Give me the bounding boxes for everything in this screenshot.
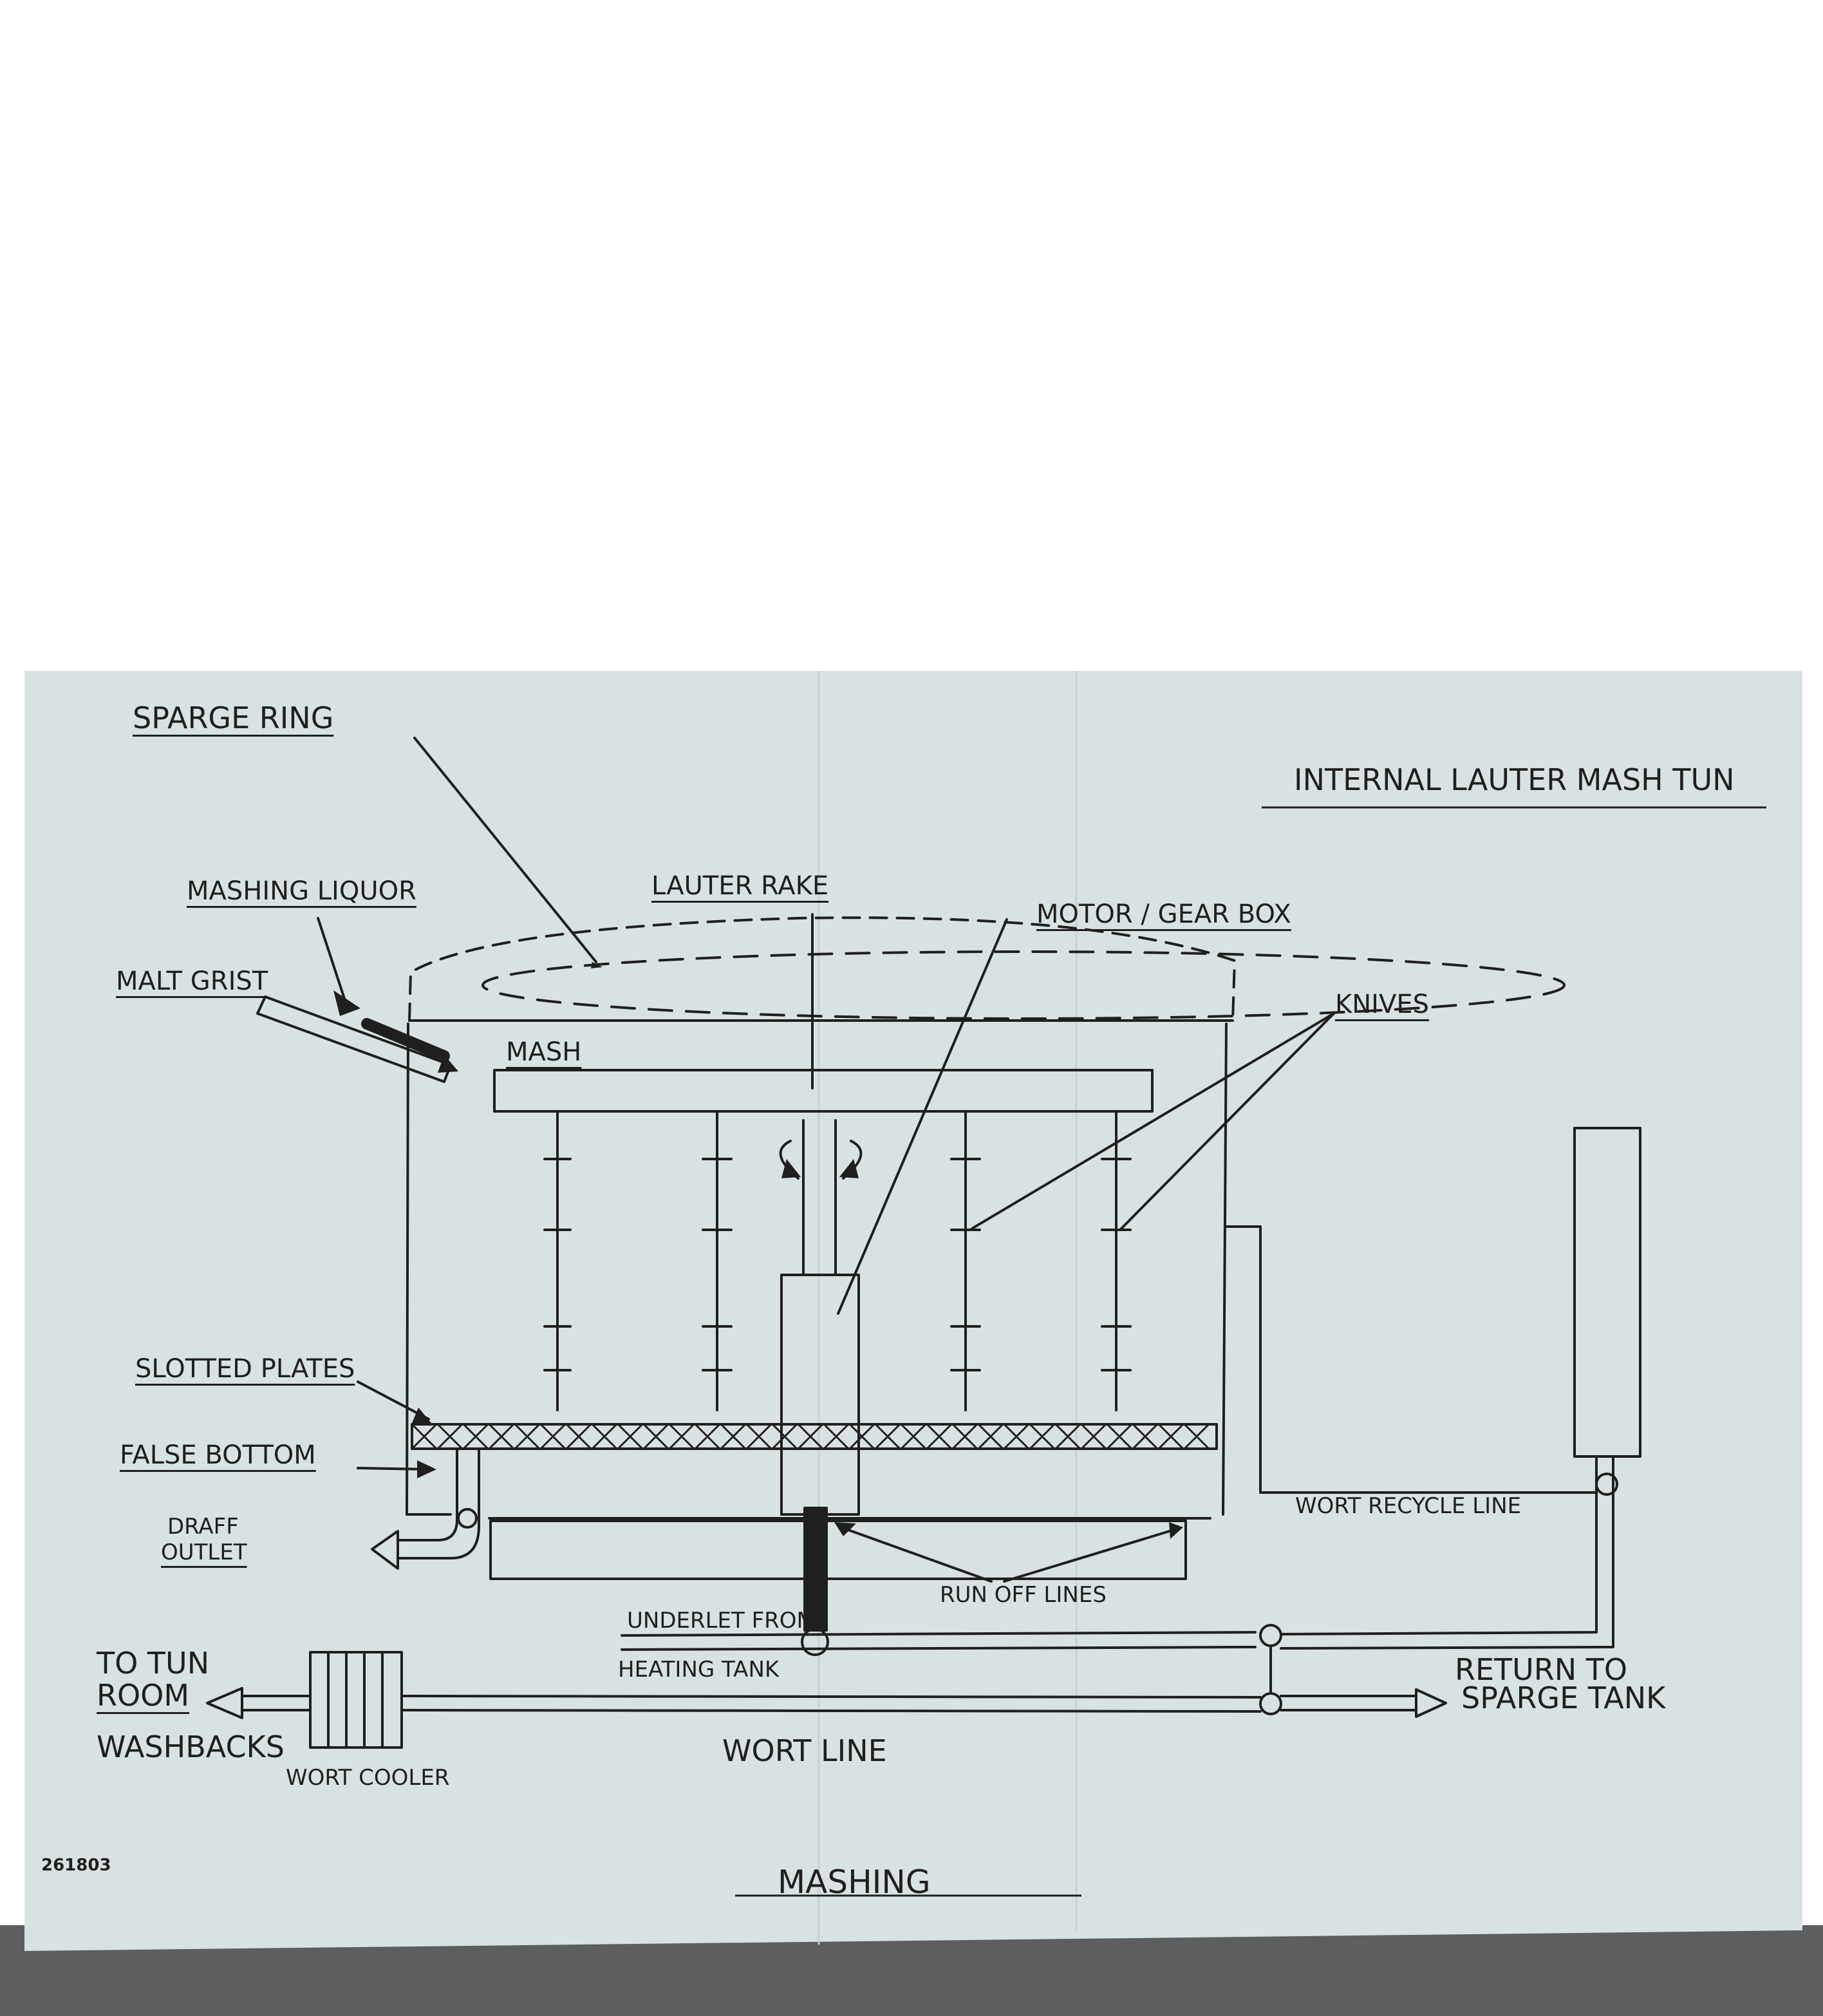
diagram-caption: MASHING — [778, 1863, 931, 1901]
malt-grist-flow — [361, 1018, 450, 1062]
arrowhead — [1169, 1522, 1183, 1539]
label-wort-line: WORT LINE — [722, 1733, 887, 1768]
leader-motor — [837, 918, 1008, 1315]
wort-cooler-plates — [327, 1651, 384, 1749]
label-knives: KNIVES — [1335, 990, 1429, 1019]
label-wort-recycle-line: WORT RECYCLE LINE — [1295, 1493, 1522, 1519]
label-draff-outlet: OUTLET — [161, 1540, 247, 1565]
return-arrow — [1415, 1688, 1447, 1718]
arrowhead — [412, 1408, 431, 1423]
label-motor-gear-box: MOTOR / GEAR BOX — [1036, 900, 1291, 929]
label-return-to-sparge-tank: RETURN TO — [1455, 1652, 1628, 1687]
washbacks-arrow — [206, 1687, 243, 1719]
doc-number: 261803 — [41, 1856, 111, 1875]
run-off-manifold — [489, 1520, 1187, 1580]
arrowhead — [333, 990, 360, 1016]
malt-grist-chute — [256, 995, 452, 1083]
label-washbacks: WASHBACKS — [97, 1729, 285, 1764]
recycle-riser — [1280, 1455, 1598, 1635]
leader-knives — [971, 1012, 1335, 1230]
label-wort-cooler: WORT COOLER — [286, 1765, 450, 1791]
recycle-riser — [1280, 1455, 1614, 1650]
arrowhead — [839, 1159, 859, 1178]
wort-cooler — [309, 1651, 403, 1749]
arrowhead — [417, 1460, 436, 1478]
draff-valve — [457, 1508, 478, 1529]
label-malt-grist: MALT GRIST — [116, 966, 268, 996]
leader-knives — [1120, 1012, 1335, 1230]
tun-dome — [408, 916, 1236, 1022]
label-mashing-liquor: MASHING LIQUOR — [187, 876, 416, 906]
label-run-off-lines: RUN OFF LINES — [940, 1582, 1107, 1608]
slotted-plates — [411, 1423, 1218, 1450]
wort-line — [400, 1695, 1262, 1699]
label-slotted-plates: SLOTTED PLATES — [135, 1354, 355, 1384]
rake-bar — [493, 1069, 1154, 1113]
tun-wall-left — [406, 1022, 409, 1516]
draff-outlet-pipe — [397, 1449, 458, 1541]
label-underlet: HEATING TANK — [618, 1657, 780, 1682]
label-to-tun-room: TO TUN — [97, 1646, 210, 1681]
knives — [543, 1158, 1132, 1371]
draff-outlet-arrow — [371, 1530, 399, 1570]
arrowhead — [781, 1159, 801, 1178]
label-to-tun-room: ROOM — [97, 1678, 190, 1713]
underlet-line — [621, 1646, 1257, 1651]
slotted-plates-hatch — [411, 1423, 1210, 1450]
draff-outlet-pipe — [397, 1449, 480, 1559]
wort-valve — [1259, 1692, 1282, 1715]
underlet-line — [621, 1631, 1257, 1637]
label-underlet: UNDERLET FROM — [627, 1608, 816, 1634]
paper-sheet — [24, 671, 1802, 1951]
label-false-bottom: FALSE BOTTOM — [120, 1440, 316, 1470]
arrowhead — [591, 962, 603, 968]
underlet-valve — [801, 1628, 829, 1656]
arrowhead — [438, 1055, 458, 1073]
arrowhead — [834, 1522, 856, 1536]
tun-wall-right — [1222, 1022, 1228, 1516]
diagram-title: INTERNAL LAUTER MASH TUN — [1294, 762, 1735, 797]
leader-sparge-ring — [413, 737, 597, 963]
label-sparge-ring: SPARGE RING — [133, 701, 334, 735]
label-return-to-sparge-tank: SPARGE TANK — [1461, 1681, 1666, 1715]
label-draff-outlet: DRAFF — [167, 1514, 239, 1540]
leader-mashing-liquor — [317, 917, 348, 1006]
leader-run-off — [1003, 1527, 1179, 1583]
leader-false-bottom — [357, 1467, 430, 1471]
label-mash: MASH — [506, 1037, 582, 1067]
sparge-ring — [481, 950, 1566, 1020]
sparge-tank — [1573, 1127, 1641, 1458]
wort-recycle-line — [1225, 1225, 1598, 1494]
leader-run-off — [843, 1527, 993, 1583]
label-lauter-rake: LAUTER RAKE — [651, 871, 829, 901]
wort-line — [400, 1709, 1262, 1713]
